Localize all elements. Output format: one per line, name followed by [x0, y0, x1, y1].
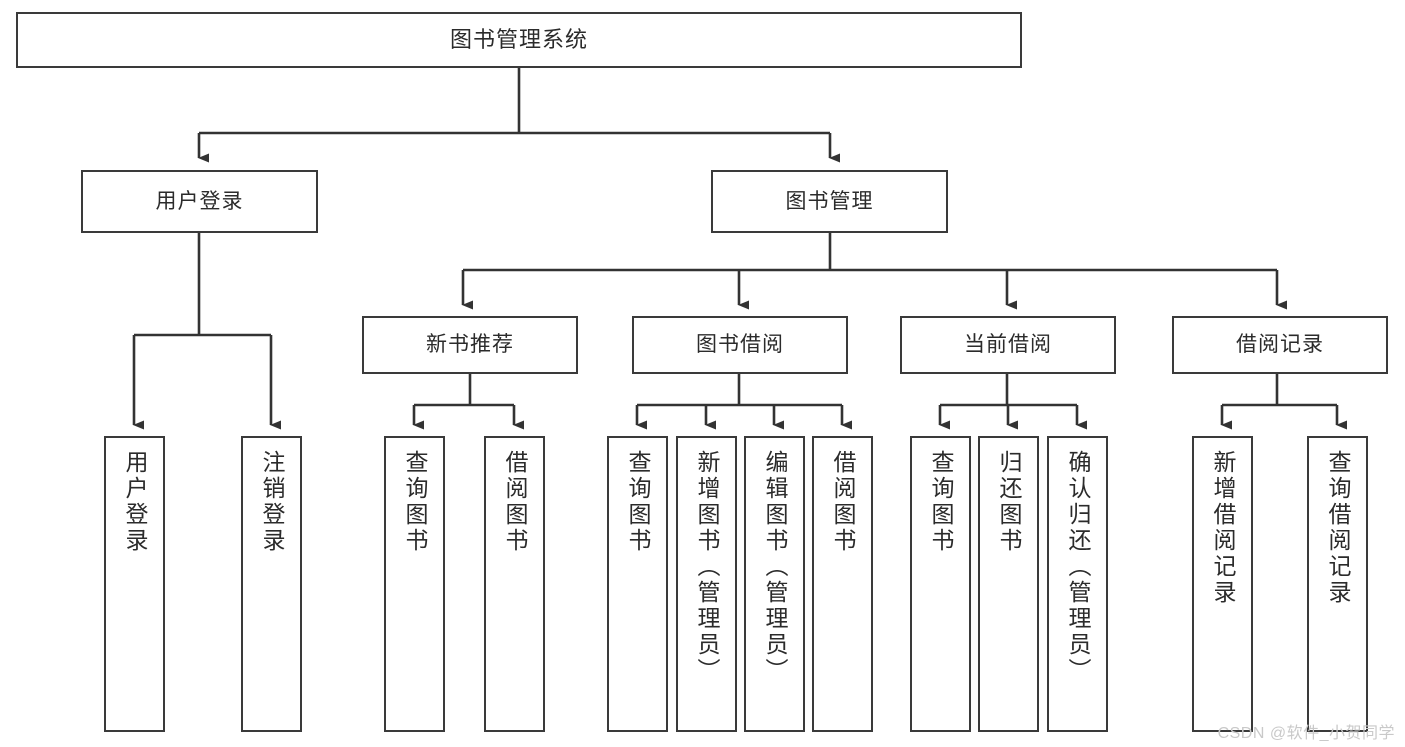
node-label: 新增图书（管理员）: [694, 450, 720, 684]
node-leaf-return-book[interactable]: 归还图书: [978, 436, 1039, 732]
node-label: 用户登录: [155, 189, 244, 213]
node-label: 借阅图书: [502, 450, 528, 554]
node-label: 查询图书: [928, 450, 954, 554]
node-leaf-logout[interactable]: 注销登录: [241, 436, 302, 732]
node-label: 图书管理系统: [449, 26, 588, 52]
node-label: 用户登录: [122, 450, 148, 554]
node-label: 借阅图书: [830, 450, 856, 554]
node-label: 当前借阅: [964, 333, 1052, 357]
node-current-borrowing[interactable]: 当前借阅: [900, 316, 1116, 374]
node-label: 借阅记录: [1236, 333, 1324, 357]
node-leaf-query-book-current[interactable]: 查询图书: [910, 436, 971, 732]
node-label: 注销登录: [259, 450, 285, 554]
node-leaf-edit-book-admin[interactable]: 编辑图书（管理员）: [744, 436, 805, 732]
node-leaf-user-login[interactable]: 用户登录: [104, 436, 165, 732]
node-label: 新增借阅记录: [1210, 450, 1236, 606]
node-new-book-recommendation[interactable]: 新书推荐: [362, 316, 578, 374]
node-borrowing-record[interactable]: 借阅记录: [1172, 316, 1388, 374]
node-leaf-add-book-admin[interactable]: 新增图书（管理员）: [676, 436, 737, 732]
node-leaf-query-book-new[interactable]: 查询图书: [384, 436, 445, 732]
csdn-watermark: CSDN @软件_小贺同学: [1217, 725, 1395, 742]
node-book-management[interactable]: 图书管理: [711, 170, 948, 233]
node-leaf-add-borrow-record[interactable]: 新增借阅记录: [1192, 436, 1253, 732]
node-book-borrowing[interactable]: 图书借阅: [632, 316, 848, 374]
node-label: 图书管理: [785, 189, 874, 213]
node-label: 查询图书: [625, 450, 651, 554]
node-label: 新书推荐: [426, 333, 514, 357]
node-user-login[interactable]: 用户登录: [81, 170, 318, 233]
node-leaf-confirm-return-admin[interactable]: 确认归还（管理员）: [1047, 436, 1108, 732]
node-leaf-borrow-book[interactable]: 借阅图书: [812, 436, 873, 732]
node-label: 图书借阅: [696, 333, 784, 357]
node-label: 查询图书: [402, 450, 428, 554]
node-label: 编辑图书（管理员）: [762, 450, 788, 684]
node-label: 查询借阅记录: [1325, 450, 1351, 606]
node-leaf-borrow-book-new[interactable]: 借阅图书: [484, 436, 545, 732]
node-leaf-query-borrow-record[interactable]: 查询借阅记录: [1307, 436, 1368, 732]
node-root-book-management-system[interactable]: 图书管理系统: [16, 12, 1022, 68]
node-label: 确认归还（管理员）: [1065, 450, 1091, 684]
node-label: 归还图书: [996, 450, 1022, 554]
node-leaf-query-book[interactable]: 查询图书: [607, 436, 668, 732]
